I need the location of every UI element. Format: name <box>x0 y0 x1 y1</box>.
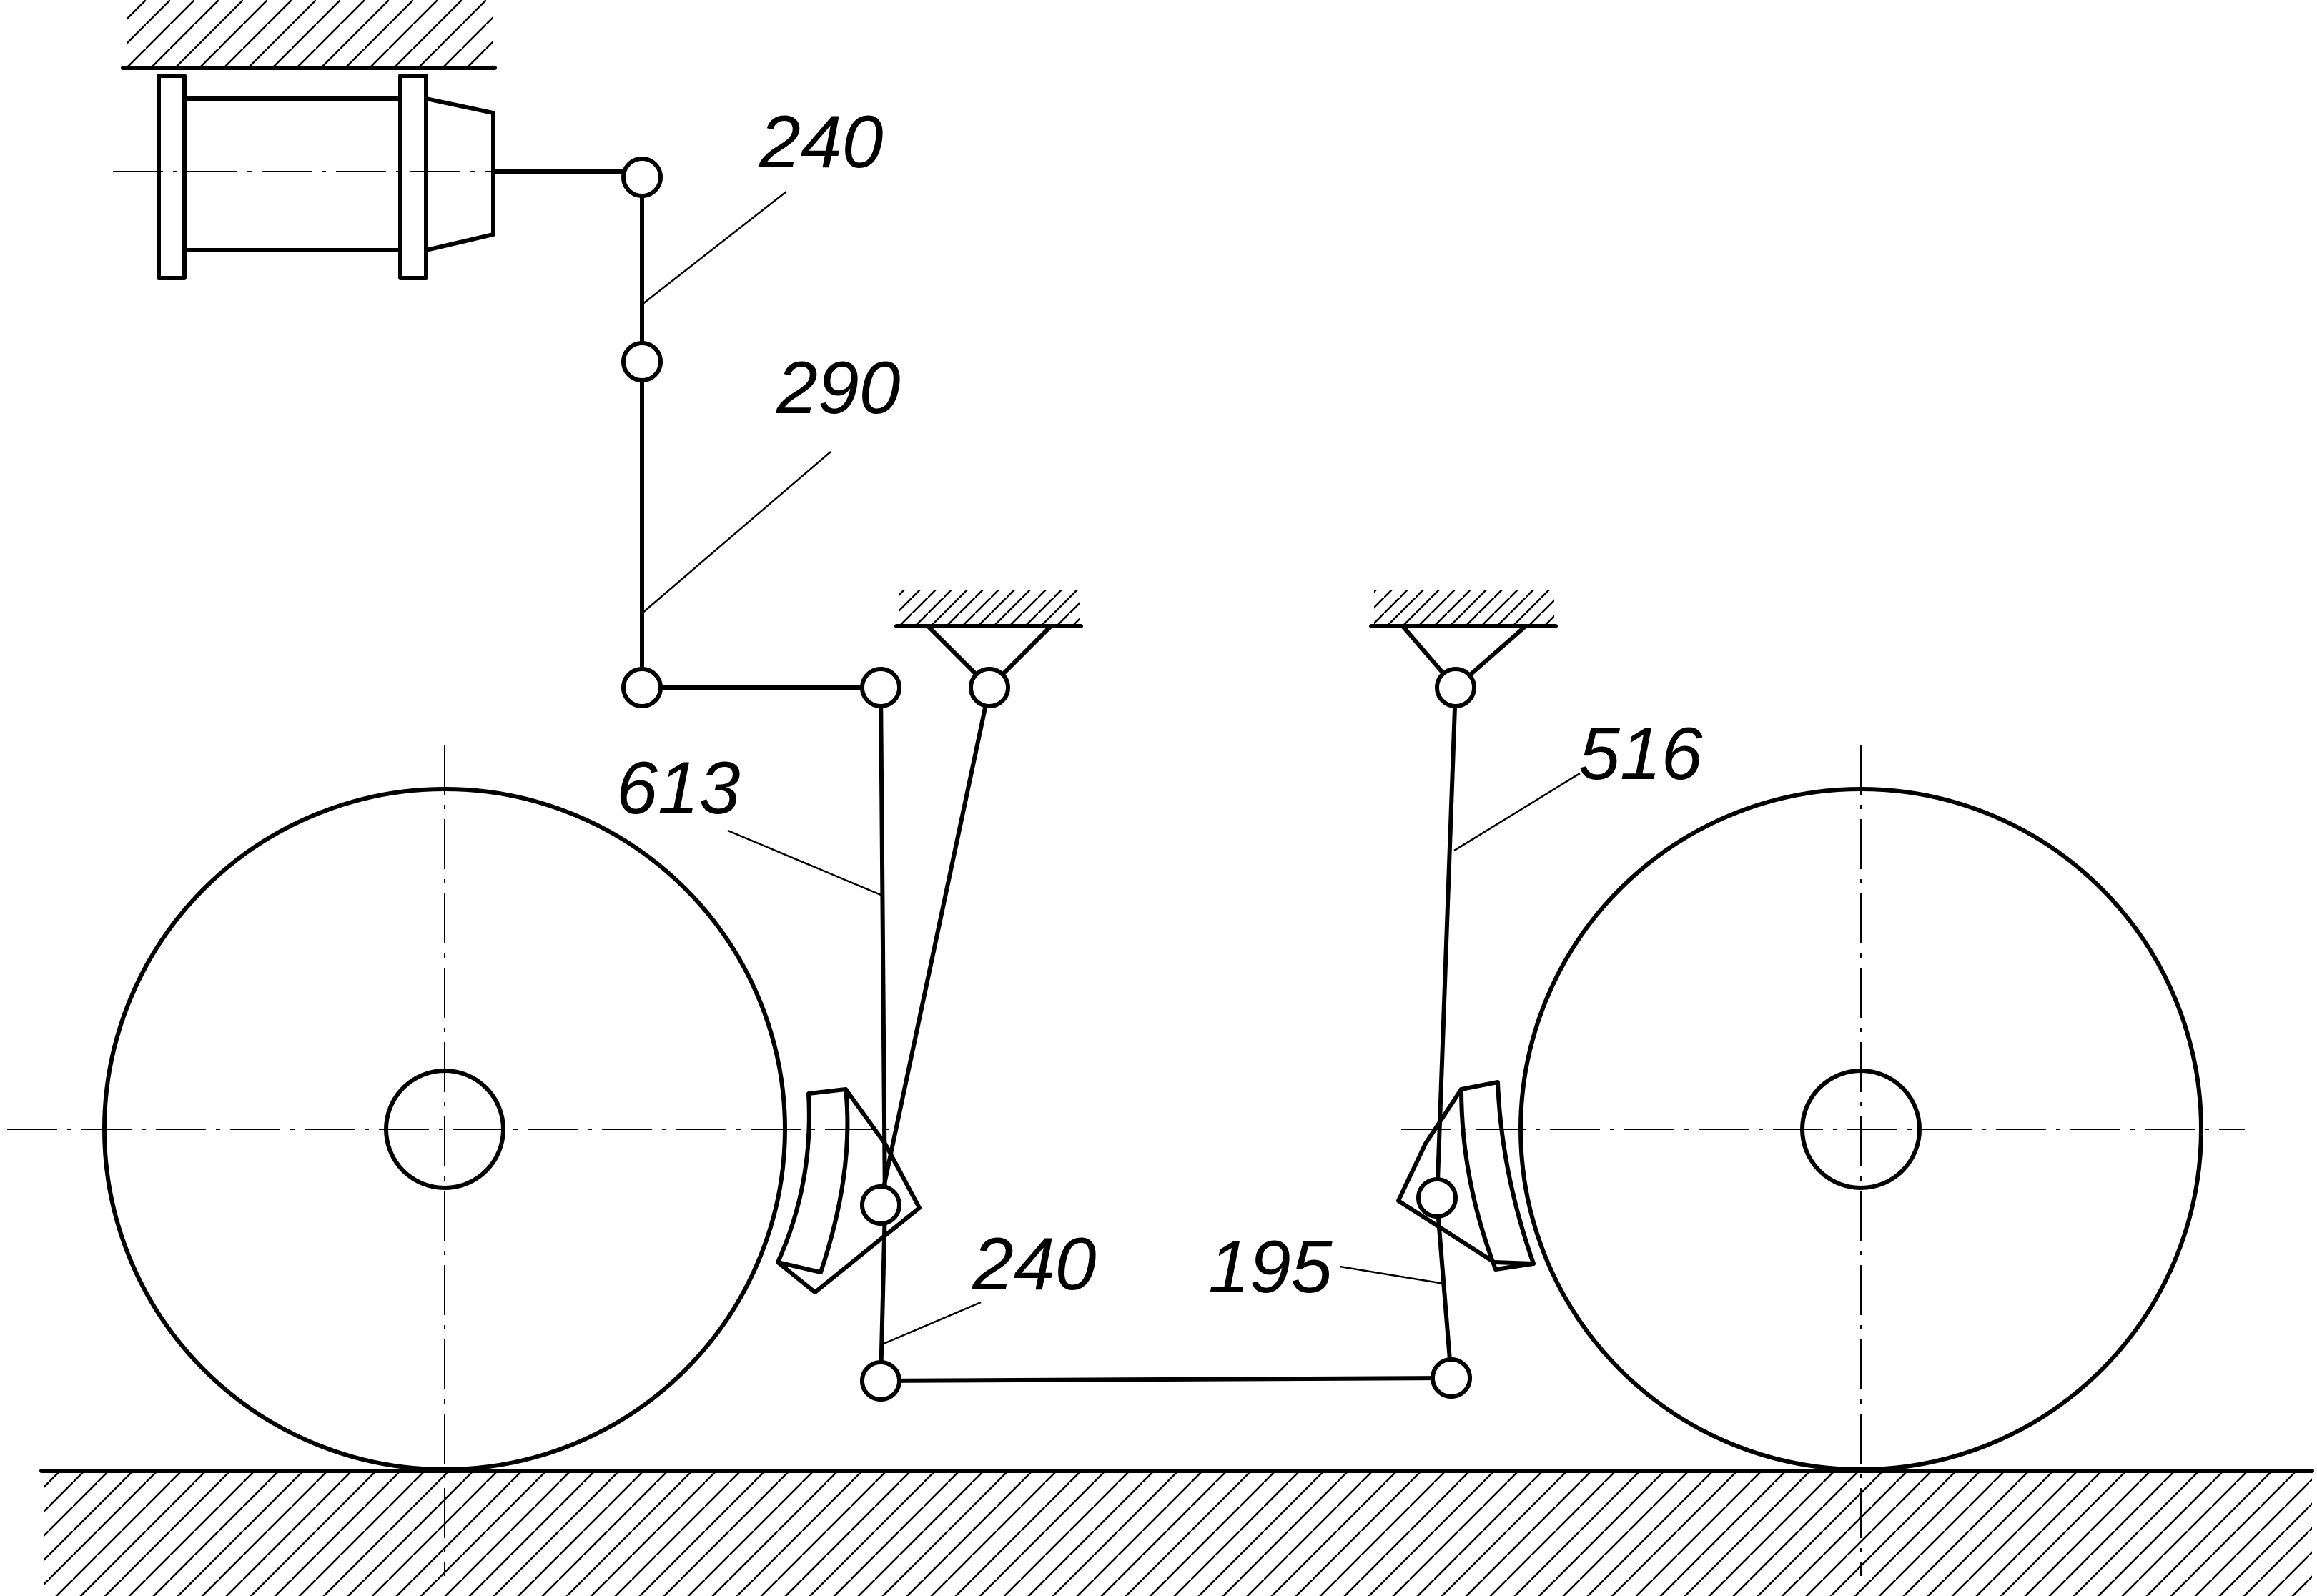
vertical-link <box>640 169 883 690</box>
label-link-right-short: 195 <box>1208 1226 1333 1309</box>
ground-rail <box>39 1469 2314 1596</box>
brake-levers <box>877 685 1458 1383</box>
left-pivot-support <box>894 590 1083 690</box>
label-link-vertical: 290 <box>776 347 901 430</box>
label-link-top: 240 <box>759 101 884 184</box>
brake-cylinder <box>113 74 644 280</box>
right-pivot-support <box>1369 590 1558 690</box>
top-fixed-support <box>121 0 497 70</box>
right-wheel <box>1401 745 2245 1576</box>
pin-joints <box>621 157 1476 1402</box>
left-brake-shoe <box>776 1087 922 1294</box>
label-lever-right: 516 <box>1579 713 1703 795</box>
label-rod-bottom: 240 <box>972 1223 1097 1306</box>
right-brake-shoe <box>1396 1080 1536 1272</box>
leader-lines <box>641 191 1581 1345</box>
label-lever-left: 613 <box>616 747 741 830</box>
left-wheel <box>7 745 890 1576</box>
